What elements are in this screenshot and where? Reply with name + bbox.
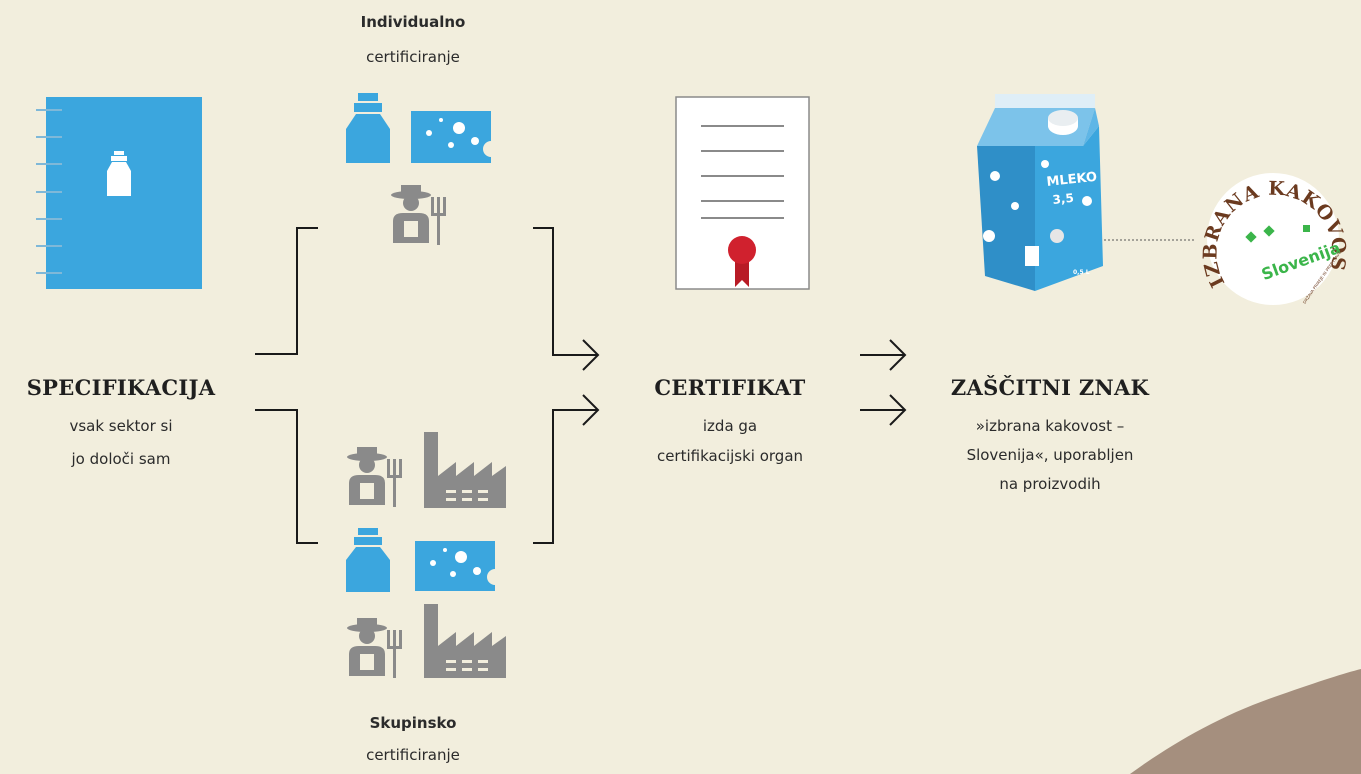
individual-certification-label: certificiranje: [366, 48, 460, 66]
specification-book: [36, 97, 202, 289]
connector-spec-group: [255, 409, 318, 544]
carton-fat-text: 3,5: [1052, 191, 1075, 207]
cheese-icon: [411, 111, 491, 163]
milk-can-icon: [346, 93, 390, 163]
certificate-line-1: izda ga: [702, 417, 758, 435]
specification-line-2: jo določi sam: [71, 450, 171, 468]
individual-certification-title: Individualno: [360, 13, 466, 31]
certificate-title: CERTIFIKAT: [654, 375, 806, 400]
arrow-head: [582, 339, 600, 371]
quality-badge-logo: IZBRANA KAKOVOST Slovenija DRŽAVA PRIREJ…: [1195, 146, 1349, 305]
trademark-line-3: na proizvodih: [999, 475, 1101, 493]
specification-line-1: vsak sektor si: [69, 417, 173, 435]
arrow-head: [889, 339, 907, 371]
trademark-title: ZAŠČITNI ZNAK: [950, 375, 1150, 400]
farmer-icon: [391, 185, 446, 245]
carton-product-text: MLEKO: [1046, 170, 1098, 190]
connector-group-certificate: [533, 409, 598, 544]
trademark-line-1: »izbrana kakovost –: [975, 417, 1125, 435]
arrow-head: [582, 394, 600, 426]
milk-can-icon: [346, 528, 390, 592]
connector-individual-certificate: [533, 227, 598, 356]
milk-carton-icon: MLEKO 3,5 0,5 L: [977, 94, 1103, 291]
farmer-icon: [347, 447, 402, 507]
certificate-line-2: certifikacijski organ: [656, 447, 804, 465]
carton-volume-text: 0,5 L: [1073, 269, 1090, 276]
farmer-icon: [347, 618, 402, 678]
group-certification-title: Skupinsko: [369, 714, 457, 732]
cheese-icon: [415, 541, 495, 591]
connector-spec-individual: [255, 227, 318, 355]
factory-icon: [424, 432, 506, 508]
trademark-line-2: Slovenija«, uporabljen: [966, 446, 1134, 464]
arrow-head: [889, 394, 907, 426]
group-certification-label: certificiranje: [366, 746, 460, 764]
hill-decoration: [1130, 669, 1361, 774]
specification-title: SPECIFIKACIJA: [26, 375, 216, 400]
certificate-document-icon: [675, 96, 810, 290]
factory-icon: [424, 604, 506, 678]
